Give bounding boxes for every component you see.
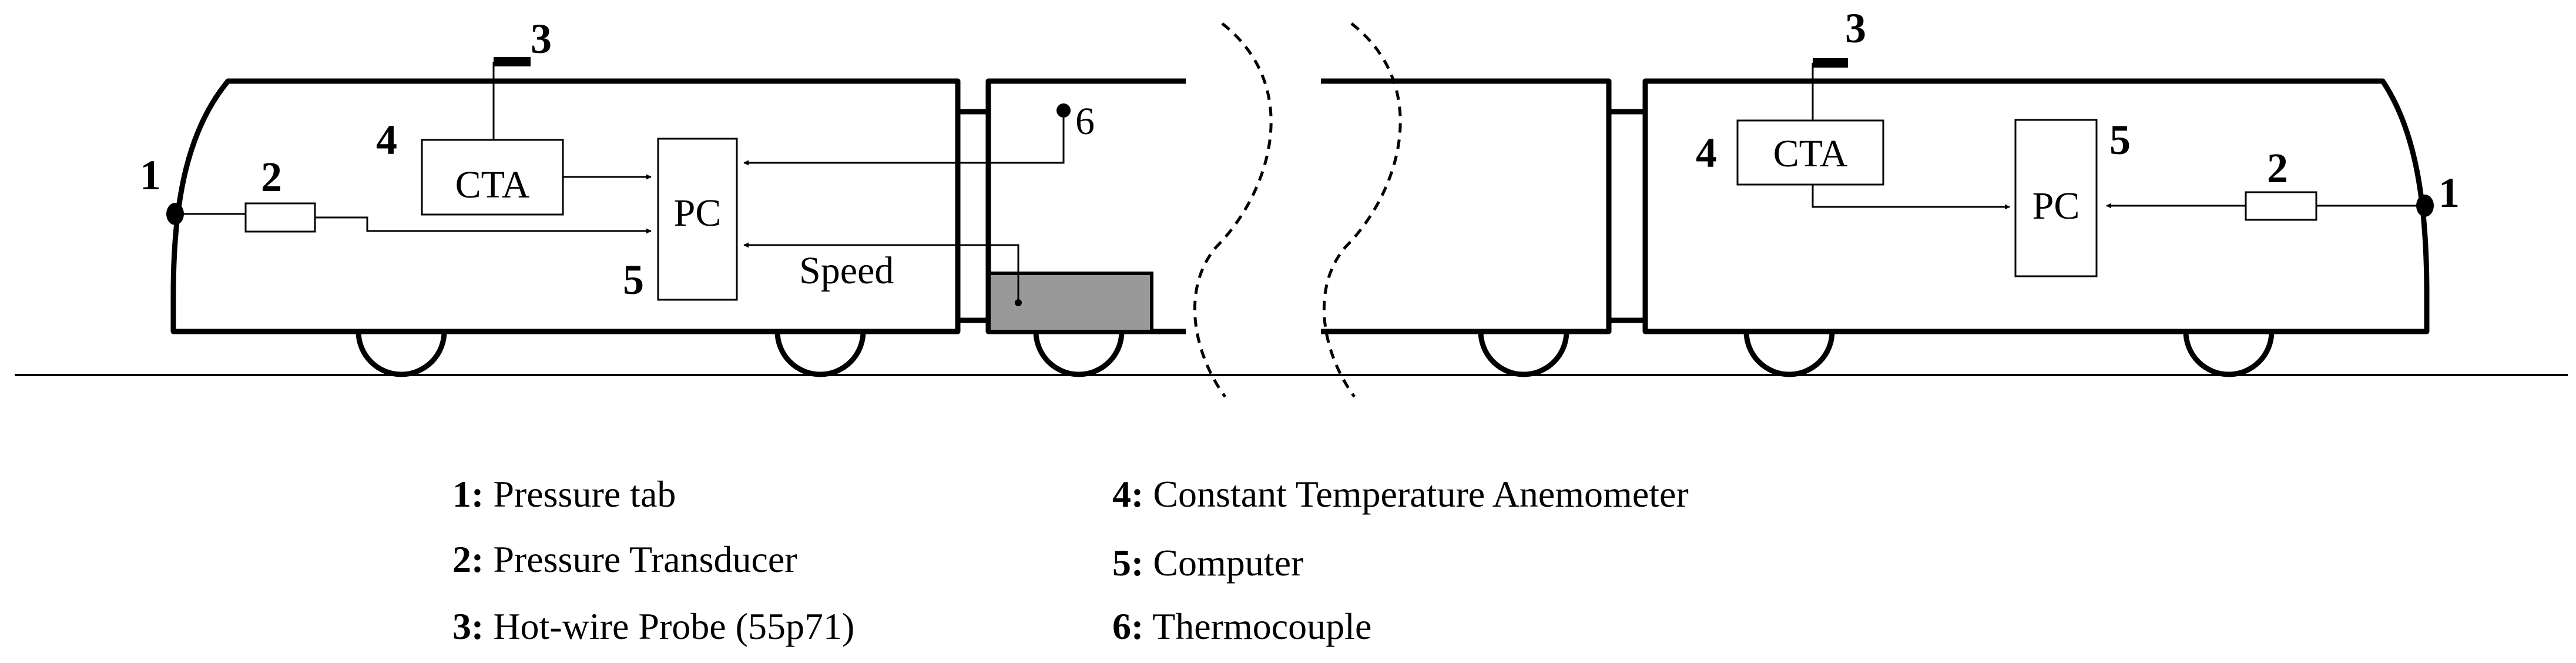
legend-item-5: 5: Computer bbox=[1112, 542, 1303, 584]
callout-1-right: 1 bbox=[2439, 169, 2460, 216]
legend-item-1: 1: Pressure tab bbox=[452, 473, 676, 515]
callout-2-left: 2 bbox=[261, 153, 282, 200]
cta-label-left: CTA bbox=[455, 163, 530, 206]
speed-label: Speed bbox=[799, 249, 894, 292]
pc-box-right bbox=[2014, 119, 2098, 277]
cta-box-right bbox=[1736, 119, 1884, 186]
pc-label-left: PC bbox=[674, 192, 722, 235]
callout-2-right: 2 bbox=[2267, 145, 2288, 192]
legend-item-6: 6: Thermocouple bbox=[1112, 605, 1371, 647]
pc-label-right: PC bbox=[2032, 185, 2080, 227]
break-line-right bbox=[1322, 22, 1402, 398]
couplers bbox=[958, 109, 1645, 323]
callout-1-left: 1 bbox=[140, 152, 161, 199]
break-line-left bbox=[1193, 22, 1273, 398]
pressure-transducer-left bbox=[244, 202, 316, 233]
callout-4-right: 4 bbox=[1696, 129, 1717, 176]
left-car-body bbox=[170, 78, 961, 334]
legend: 1: Pressure tab 2: Pressure Transducer 3… bbox=[452, 473, 1689, 647]
cta-label-right: CTA bbox=[1773, 132, 1848, 175]
callout-3-left: 3 bbox=[531, 15, 552, 62]
middle-car-right bbox=[1321, 78, 1612, 334]
wheels bbox=[355, 331, 2275, 377]
callout-3-right: 3 bbox=[1845, 5, 1866, 52]
legend-item-4: 4: Constant Temperature Anemometer bbox=[1112, 473, 1689, 515]
callout-4-left: 4 bbox=[376, 116, 397, 163]
legend-item-3: 3: Hot-wire Probe (55p71) bbox=[452, 605, 854, 647]
pressure-transducer-right bbox=[2245, 191, 2317, 221]
callout-6-label: 6 bbox=[1075, 100, 1095, 143]
right-car-body bbox=[1642, 78, 2430, 334]
callout-5-right: 5 bbox=[2109, 116, 2131, 163]
callout-5-left: 5 bbox=[623, 256, 644, 303]
legend-item-2: 2: Pressure Transducer bbox=[452, 538, 797, 580]
pc-box-left bbox=[657, 138, 738, 301]
speed-sensor bbox=[987, 272, 1153, 333]
